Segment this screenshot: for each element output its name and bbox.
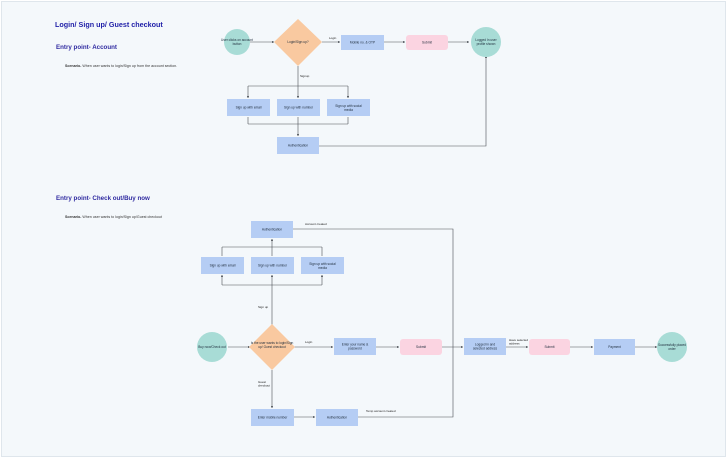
checkout-guest-mobile-label: Enter mobile number bbox=[258, 416, 289, 420]
checkout-guest-mobile-box bbox=[251, 409, 294, 426]
edge-label-account-created: Account created bbox=[305, 222, 327, 226]
checkout-signup-mobile-box bbox=[251, 257, 294, 274]
page-title: Login/ Sign up/ Guest checkout bbox=[55, 20, 163, 29]
checkout-enter-box bbox=[334, 338, 376, 355]
edge-label-login: Login bbox=[305, 340, 313, 344]
scenario-account: Scenario- When user wants to login/Sign … bbox=[65, 64, 177, 68]
checkout-signup-social-box bbox=[301, 257, 344, 274]
checkout-edges bbox=[220, 228, 658, 419]
edge-guest-auth-to-logged bbox=[358, 347, 454, 418]
scenario-text: When user wants to login/Sign up/Guest c… bbox=[82, 215, 162, 219]
checkout-submit2-box bbox=[529, 339, 570, 355]
checkout-start-label: Buy now/Check out bbox=[198, 345, 226, 349]
section-heading-account: Entry point- Account bbox=[56, 44, 117, 51]
scenario-text: When user wants to login/Sign up from th… bbox=[82, 64, 178, 68]
account-signup-email-label: Sign up with email bbox=[236, 106, 262, 110]
account-signup-mobile-label: Sign up with number bbox=[284, 106, 314, 110]
account-start-node bbox=[224, 29, 250, 55]
account-signup-social-box bbox=[327, 99, 370, 116]
account-submit-box bbox=[406, 35, 448, 50]
checkout-submit-box bbox=[400, 339, 442, 355]
checkout-start-node bbox=[197, 332, 227, 362]
edge-label-signup: Signup bbox=[300, 74, 310, 78]
checkout-end-node bbox=[657, 332, 687, 362]
account-edges bbox=[246, 40, 488, 147]
checkout-auth-label: Authentication bbox=[262, 228, 282, 232]
account-submit-label: Submit bbox=[422, 41, 432, 45]
account-end-node bbox=[471, 27, 501, 57]
checkout-decision-diamond bbox=[249, 324, 295, 370]
checkout-submit-label: Submit bbox=[416, 345, 426, 349]
edge-co-auth-to-logged bbox=[293, 228, 454, 347]
checkout-enter-label: Enter your name &password bbox=[342, 343, 369, 351]
edge-label-signup: Sign up bbox=[258, 305, 269, 309]
edge-label-login: Login bbox=[329, 36, 337, 40]
account-auth-box bbox=[277, 137, 319, 154]
scenario-checkout: Scenario- When user wants to login/Sign … bbox=[65, 215, 162, 219]
edge-auth-to-profile bbox=[319, 55, 488, 147]
account-auth-label: Authentication bbox=[288, 144, 308, 148]
account-signup-email-box bbox=[227, 99, 270, 116]
account-decision-label: Login/Sign up? bbox=[287, 40, 308, 44]
account-mobile-otp-box bbox=[341, 35, 384, 50]
account-mobile-otp-label: Mobile no. & OTP bbox=[350, 41, 375, 45]
section-heading-checkout: Entry point- Check out/Buy now bbox=[56, 195, 150, 202]
checkout-signup-email-label: Sign up with email bbox=[210, 264, 236, 268]
checkout-signup-email-box bbox=[201, 257, 244, 274]
edge-label-temp-account: Temp account created bbox=[366, 409, 396, 413]
checkout-auth-box bbox=[251, 221, 293, 238]
checkout-payment-label: Payment bbox=[608, 345, 621, 349]
checkout-guest-auth-label: Authentication bbox=[327, 416, 347, 420]
scenario-label: Scenario- bbox=[65, 64, 82, 68]
scenario-label: Scenario- bbox=[65, 215, 82, 219]
account-signup-mobile-box bbox=[277, 99, 320, 116]
checkout-logged-box bbox=[464, 338, 506, 355]
checkout-payment-box bbox=[594, 339, 635, 355]
checkout-guest-auth-box bbox=[316, 409, 358, 426]
account-decision-diamond bbox=[274, 19, 322, 66]
checkout-signup-mobile-label: Sign up with number bbox=[258, 264, 288, 268]
checkout-submit2-label: Submit bbox=[545, 345, 555, 349]
